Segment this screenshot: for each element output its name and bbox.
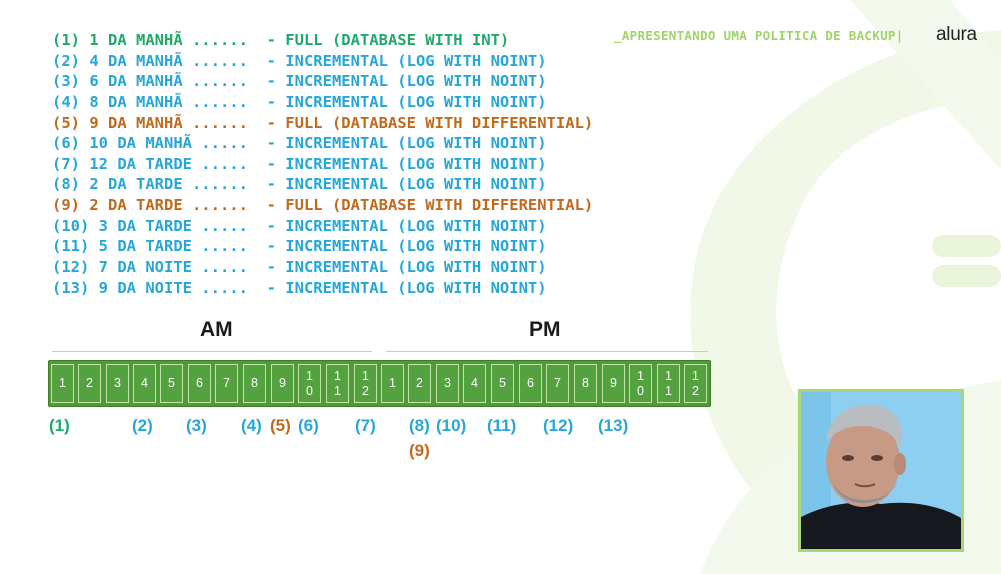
hour-cell: 7 (546, 364, 569, 403)
backup-marker: (12) (543, 416, 574, 435)
backup-marker: (11) (487, 416, 517, 435)
schedule-line: (2) 4 DA MANHÃ ...... - INCREMENTAL (LOG… (52, 51, 547, 70)
schedule-line: (7) 12 DA TARDE ..... - INCREMENTAL (LOG… (52, 154, 547, 173)
backup-marker: (7) (355, 416, 376, 435)
presenter-image (801, 392, 961, 549)
schedule-line: (10) 3 DA TARDE ..... - INCREMENTAL (LOG… (52, 216, 547, 235)
hour-cell: 7 (215, 364, 238, 403)
schedule-line: (1) 1 DA MANHÃ ...... - FULL (DATABASE W… (52, 31, 510, 49)
hour-cell: 2 (408, 364, 431, 403)
backup-marker: (10) (436, 416, 467, 435)
backup-marker: (8) (409, 416, 430, 435)
alura-logo: alura (936, 24, 977, 45)
hour-cell: 9 (602, 364, 625, 403)
hour-cell: 1 (51, 364, 74, 403)
lesson-title-tag: _APRESENTANDO UMA POLITICA DE BACKUP| (614, 28, 904, 43)
schedule-line: (13) 9 DA NOITE ..... - INCREMENTAL (LOG… (52, 278, 547, 297)
schedule-line: (6) 10 DA MANHÃ ..... - INCREMENTAL (LOG… (52, 134, 547, 153)
backup-marker: (3) (186, 416, 207, 435)
backup-marker: (1) (49, 416, 70, 435)
schedule-line: (5) 9 DA MANHÃ ...... - FULL (DATABASE W… (52, 113, 594, 132)
hour-cell: 5 (491, 364, 514, 403)
schedule-line: (3) 6 DA MANHÃ ...... - INCREMENTAL (LOG… (52, 72, 547, 91)
pm-label: PM (529, 318, 561, 341)
backup-marker: (2) (132, 416, 153, 435)
schedule-line: (11) 5 DA TARDE ..... - INCREMENTAL (LOG… (52, 237, 547, 256)
schedule-line: (9) 2 DA TARDE ...... - FULL (DATABASE W… (52, 196, 594, 215)
backup-marker: (5) (270, 416, 291, 435)
hour-cell: 4 (133, 364, 156, 403)
schedule-line: (12) 7 DA NOITE ..... - INCREMENTAL (LOG… (52, 258, 547, 277)
backup-marker: (6) (298, 416, 319, 435)
hour-cell: 5 (160, 364, 183, 403)
am-divider (52, 351, 372, 352)
backup-marker: (13) (598, 416, 629, 435)
hour-cell: 8 (243, 364, 266, 403)
backup-marker: (4) (241, 416, 262, 435)
backup-marker: (9) (409, 441, 430, 460)
presenter-webcam (798, 389, 964, 552)
hour-cell: 8 (574, 364, 597, 403)
am-label: AM (200, 318, 233, 341)
hour-cell: 3 (436, 364, 459, 403)
hour-cell: 6 (519, 364, 542, 403)
backup-schedule-list: (1) 1 DA MANHÃ ...... - FULL (DATABASE W… (52, 30, 593, 298)
hour-cell: 2 (78, 364, 101, 403)
hour-timeline-bar (48, 360, 711, 407)
schedule-line: (8) 2 DA TARDE ...... - INCREMENTAL (LOG… (52, 175, 547, 194)
hour-cell: 6 (188, 364, 211, 403)
schedule-line: (4) 8 DA MANHÃ ...... - INCREMENTAL (LOG… (52, 92, 547, 111)
hour-cell: 3 (106, 364, 129, 403)
hour-cell: 1 (381, 364, 404, 403)
hour-cell: 4 (463, 364, 486, 403)
hour-cell: 9 (271, 364, 294, 403)
pm-divider (386, 351, 708, 352)
